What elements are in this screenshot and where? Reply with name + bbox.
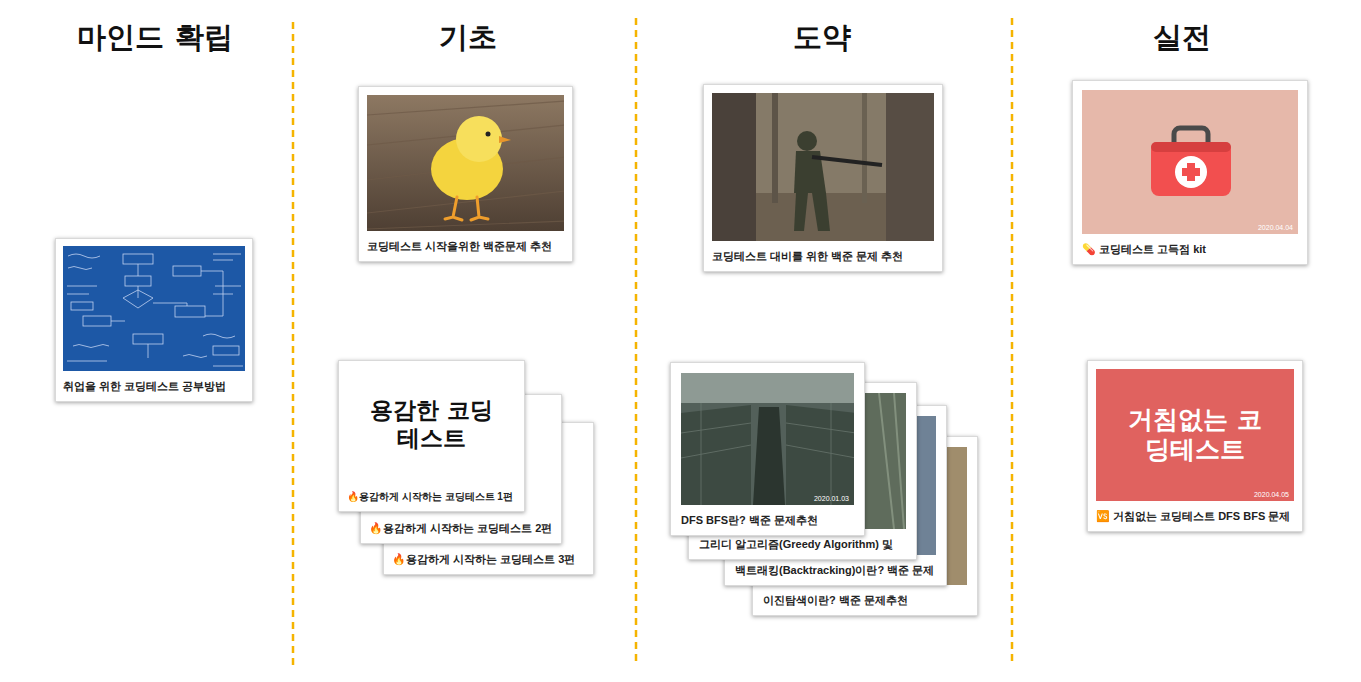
post-card: 거침없는 코딩테스트 2020.04.05 🆚 거침없는 코딩테스트 DFS BFS…	[1087, 360, 1303, 532]
post-date: 2020.04.05	[1254, 491, 1289, 498]
post-card: 코딩테스트 시작을위한 백준문제 추천	[358, 86, 573, 262]
post-card: 용감한 코딩테스트 🔥용감하게 시작하는 코딩테스트 1편	[338, 360, 525, 512]
thumbnail	[712, 93, 934, 241]
post-caption: 코딩테스트 대비를 위한 백준 문제 추천	[712, 241, 934, 271]
post-caption: DFS BFS란? 백준 문제추천	[681, 505, 854, 535]
forest-soldier-photo	[712, 93, 934, 241]
medical-kit-illustration	[1082, 90, 1298, 234]
column-heading: 기초	[439, 18, 497, 58]
post-caption: 🔥용감하게 시작하는 코딩테스트 3편	[392, 544, 585, 574]
post-card: 취업을 위한 코딩테스트 공부방법	[55, 238, 253, 402]
dashed-separator	[635, 18, 638, 666]
thumbnail	[367, 95, 564, 231]
column-heading: 마인드 확립	[77, 18, 232, 58]
maze-photo	[681, 373, 854, 505]
thumbnail: 2020.04.04	[1082, 90, 1298, 234]
blueprint-illustration	[63, 246, 245, 371]
post-caption: 취업을 위한 코딩테스트 공부방법	[63, 371, 245, 401]
thumbnail-title: 용감한 코딩테스트	[367, 397, 496, 452]
dashed-separator	[292, 22, 295, 666]
thumbnail: 거침없는 코딩테스트 2020.04.05	[1096, 369, 1294, 501]
post-date: 2020.04.04	[1258, 224, 1293, 231]
post-card: 코딩테스트 대비를 위한 백준 문제 추천	[703, 84, 943, 272]
thumbnail: 2020.01.03	[681, 373, 854, 505]
column-heading: 실전	[1153, 18, 1211, 58]
post-caption: 이진탐색이란? 백준 문제추천	[763, 585, 967, 615]
column-heading: 도약	[793, 18, 851, 58]
post-date: 2020.01.03	[814, 495, 849, 502]
post-caption: 🔥용감하게 시작하는 코딩테스트 2편	[369, 513, 553, 543]
chick-photo	[367, 95, 564, 231]
thumbnail: 용감한 코딩테스트	[347, 369, 516, 481]
post-caption: 코딩테스트 시작을위한 백준문제 추천	[367, 231, 564, 261]
thumbnail-title: 거침없는 코딩테스트	[1125, 405, 1265, 465]
post-caption: 💊 코딩테스트 고득점 kit	[1082, 234, 1298, 264]
post-caption: 🆚 거침없는 코딩테스트 DFS BFS 문제	[1096, 501, 1294, 531]
thumbnail	[63, 246, 245, 371]
post-caption: 🔥용감하게 시작하는 코딩테스트 1편	[347, 481, 516, 511]
post-card: 2020.01.03DFS BFS란? 백준 문제추천	[670, 362, 865, 536]
dashed-separator	[1011, 18, 1014, 666]
post-card: 2020.04.04 💊 코딩테스트 고득점 kit	[1072, 80, 1308, 265]
